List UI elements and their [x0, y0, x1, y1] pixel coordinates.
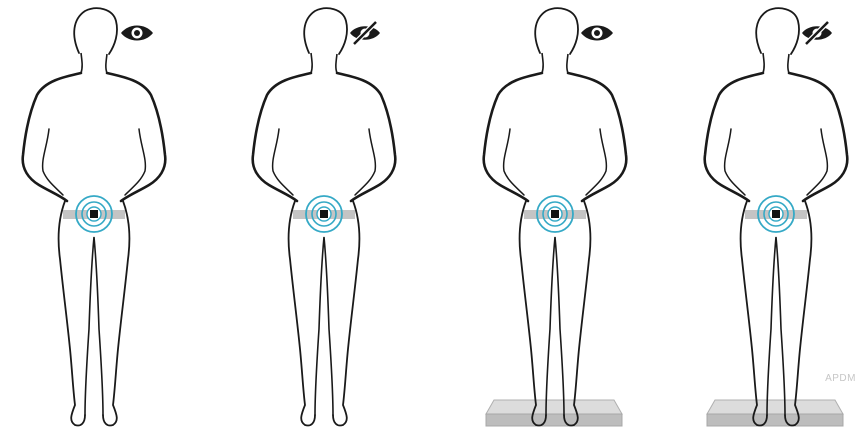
watermark-text: APDM — [825, 373, 856, 384]
standing-person-figure — [23, 8, 166, 425]
eye-icon — [121, 26, 153, 41]
standing-person-figure — [705, 8, 848, 425]
foam-pad — [486, 400, 622, 426]
eye-icon — [581, 26, 613, 41]
condition-panel-eyes-open-firm — [23, 8, 166, 425]
standing-person-figure — [484, 8, 627, 425]
standing-person-figure — [253, 8, 396, 425]
condition-panel-eyes-closed-foam — [705, 8, 848, 426]
eye-slash-icon — [802, 22, 832, 44]
condition-panel-eyes-open-foam — [484, 8, 627, 426]
apdm-watermark: APDM — [825, 373, 856, 384]
foam-pad — [707, 400, 843, 426]
eye-slash-icon — [350, 22, 380, 44]
condition-panel-eyes-closed-firm — [253, 8, 396, 425]
